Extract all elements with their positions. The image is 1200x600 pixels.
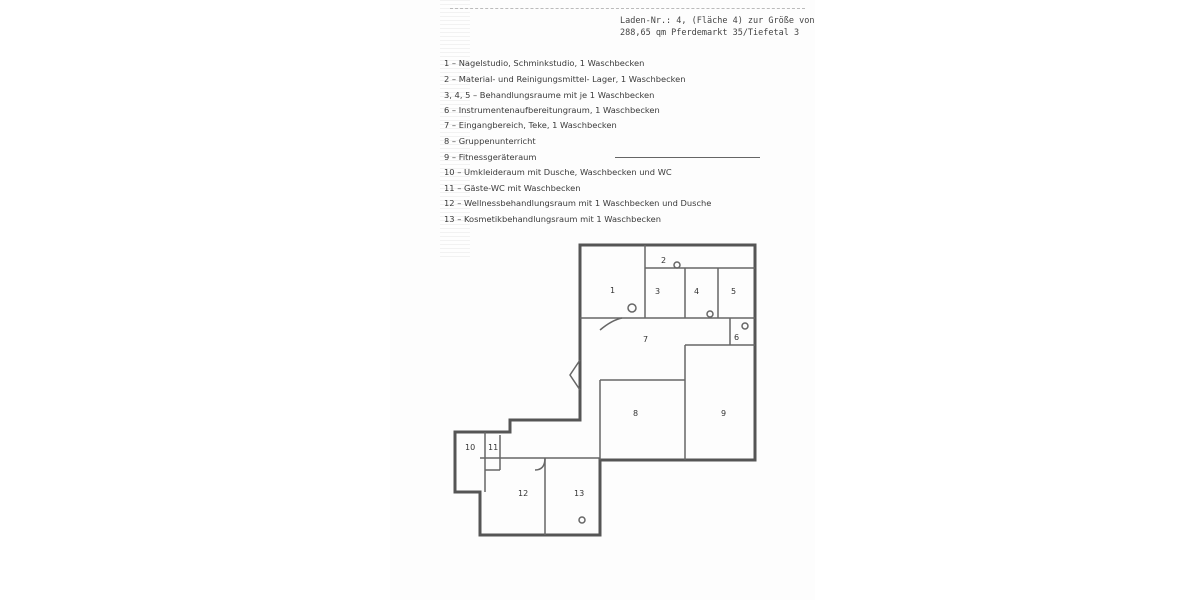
legend-item: 10 – Umkleideraum mit Dusche, Waschbecke… xyxy=(444,167,672,177)
room-labels: 1 2 3 4 5 6 7 8 9 10 11 12 13 xyxy=(465,256,739,498)
header-line-2: 288,65 qm Pferdemarkt 35/Tiefetal 3 xyxy=(620,28,800,38)
interior-walls xyxy=(480,245,755,535)
legend-item: 7 – Eingangbereich, Teke, 1 Waschbecken xyxy=(444,120,617,130)
scan-noise xyxy=(440,0,470,260)
legend-item: 8 – Gruppenunterricht xyxy=(444,136,536,146)
room-label-6: 6 xyxy=(734,333,739,342)
legend-item: 12 – Wellnessbehandlungsraum mit 1 Wasch… xyxy=(444,198,712,208)
room-label-1: 1 xyxy=(610,286,615,295)
room-label-11: 11 xyxy=(488,443,498,452)
legend-item: 1 – Nagelstudio, Schminkstudio, 1 Waschb… xyxy=(444,58,645,68)
room-label-5: 5 xyxy=(731,287,736,296)
room-label-12: 12 xyxy=(518,489,528,498)
header-line-1: Laden-Nr.: 4, (Fläche 4) zur Größe von xyxy=(620,16,815,26)
room-label-9: 9 xyxy=(721,409,726,418)
legend-item: 13 – Kosmetikbehandlungsraum mit 1 Wasch… xyxy=(444,214,661,224)
room-label-4: 4 xyxy=(694,287,699,296)
room-label-2: 2 xyxy=(661,256,666,265)
room-label-13: 13 xyxy=(574,489,584,498)
room-label-10: 10 xyxy=(465,443,475,452)
outer-walls xyxy=(453,243,757,537)
legend-item: 6 – Instrumentenaufbereitungraum, 1 Wasc… xyxy=(444,105,660,115)
room-label-3: 3 xyxy=(655,287,660,296)
legend-item: 3, 4, 5 – Behandlungsraume mit je 1 Wasc… xyxy=(444,90,655,100)
scan-edge-line xyxy=(450,8,805,9)
room-label-7: 7 xyxy=(643,335,648,344)
room-label-8: 8 xyxy=(633,409,638,418)
legend-item: 11 – Gäste-WC mit Waschbecken xyxy=(444,183,581,193)
legend-item: 9 – Fitnessgeräteraum xyxy=(444,152,537,162)
legend-item: 2 – Material- und Reinigungsmittel- Lage… xyxy=(444,74,686,84)
underline-rule xyxy=(615,157,760,158)
